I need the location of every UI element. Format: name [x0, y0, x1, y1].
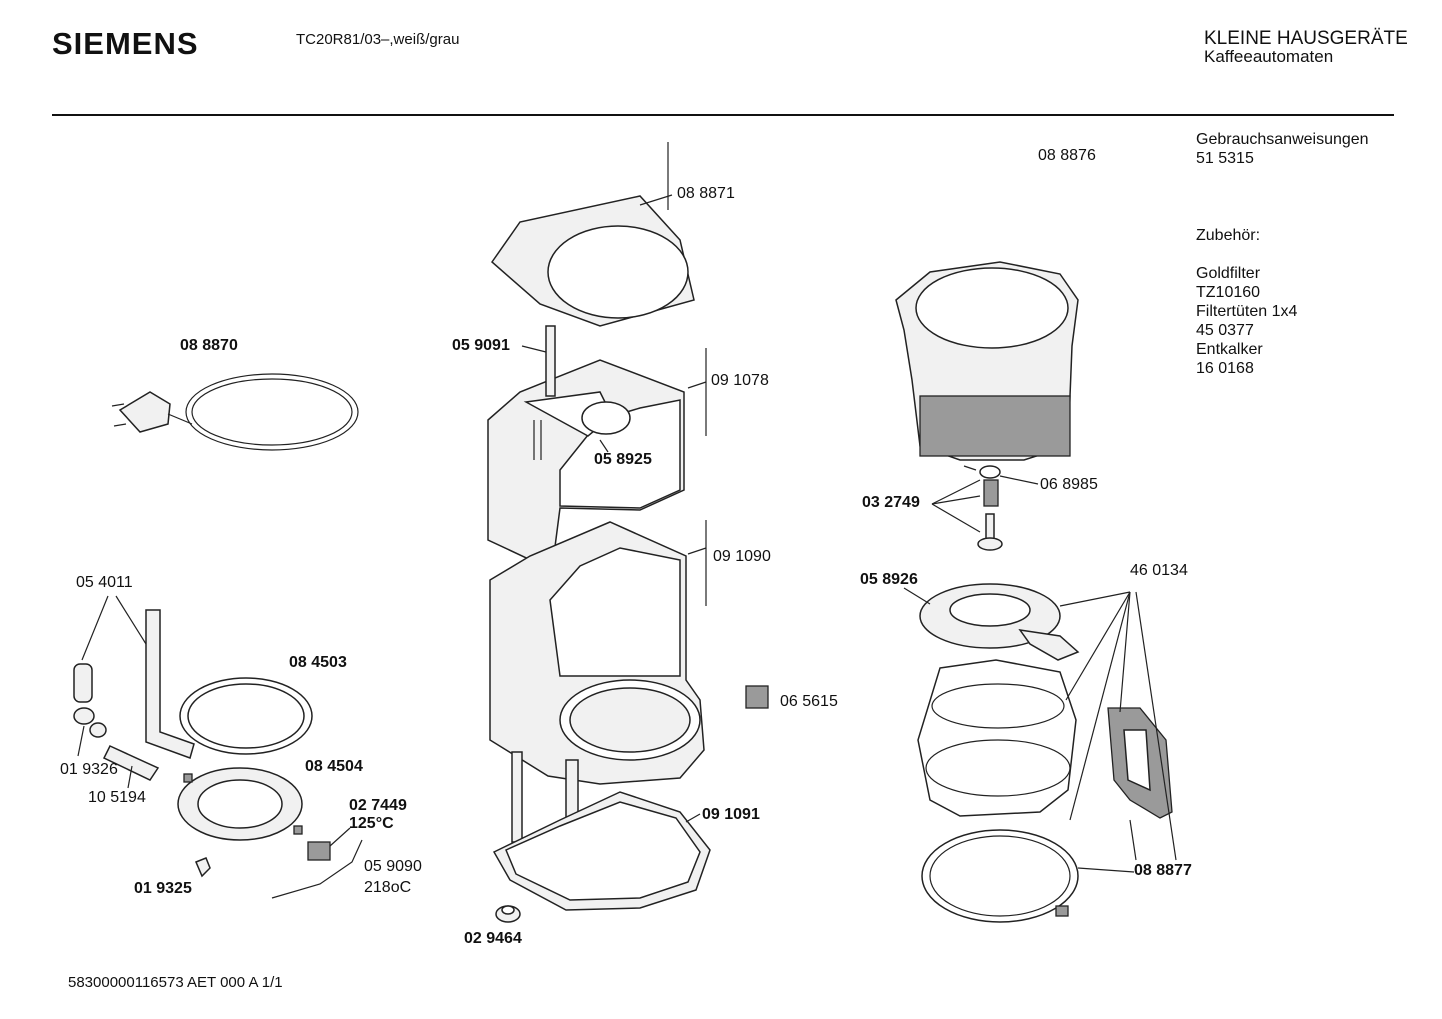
manual-label: Gebrauchsanweisungen	[1196, 131, 1369, 148]
part-label: 09 1091	[702, 806, 760, 823]
carafe-lid-drawing	[903, 583, 1080, 661]
header-divider	[52, 114, 1394, 116]
part-label: 02 7449	[349, 797, 407, 814]
part-label: 09 1078	[711, 372, 769, 389]
accessory-name: Goldfilter	[1196, 265, 1261, 282]
part-label: 08 8876	[1038, 147, 1096, 164]
filter-holder-drawing	[895, 261, 1079, 471]
model-number: TC20R81/03–,weiß/grau	[296, 31, 460, 48]
thermostat-drawing	[195, 827, 363, 899]
part-label: 05 9090	[364, 858, 422, 875]
switch-drawing	[745, 685, 769, 709]
part-label: 05 4011	[76, 574, 133, 591]
accessory-name: Entkalker	[1196, 341, 1263, 358]
part-label: 03 2749	[862, 494, 920, 511]
category-main: KLEINE HAUSGERÄTE	[1204, 28, 1408, 49]
carafe-ring-drawing	[921, 829, 1079, 923]
part-label: 06 5615	[780, 693, 838, 710]
part-label: 01 9325	[134, 880, 192, 897]
accessory-number: 45 0377	[1196, 322, 1254, 339]
part-label: 05 9091	[452, 337, 510, 354]
part-label: 218oC	[364, 879, 412, 896]
water-tank-upper-drawing	[487, 348, 707, 572]
part-label: 02 9464	[464, 930, 522, 947]
part-label: 01 9326	[60, 761, 118, 778]
part-label: 06 8985	[1040, 476, 1098, 493]
tube-set-drawing	[73, 595, 195, 789]
part-label: 10 5194	[88, 789, 146, 806]
leader-lines-460134	[1059, 591, 1177, 873]
housing-drawing	[489, 520, 707, 785]
power-cord-drawing	[111, 373, 359, 451]
part-label: 09 1090	[713, 548, 771, 565]
carafe-drawing	[917, 659, 1077, 817]
part-label: 08 4503	[289, 654, 347, 671]
document-code: 58300000116573 AET 000 A 1/1	[68, 974, 283, 991]
water-gauge-drawing	[521, 325, 556, 397]
accessory-number: TZ10160	[1196, 284, 1261, 301]
part-label: 05 8926	[860, 571, 918, 588]
accessory-name: Filtertüten 1x4	[1196, 303, 1298, 320]
base-plate-drawing	[492, 751, 711, 911]
carafe-handle-drawing	[1107, 707, 1173, 819]
manual-number: 51 5315	[1196, 150, 1254, 167]
category-sub: Kaffeeautomaten	[1204, 47, 1334, 66]
accessory-number: 16 0168	[1196, 360, 1254, 377]
part-label: 08 8870	[180, 337, 238, 354]
part-label: 05 8925	[594, 451, 652, 468]
heating-plate-drawing	[177, 767, 303, 841]
brand-logo: SIEMENS	[52, 26, 199, 61]
part-label: 46 0134	[1130, 562, 1188, 579]
accessories-heading: Zubehör:	[1196, 227, 1261, 244]
lid-drawing	[490, 142, 695, 327]
spacer-ring-drawing	[495, 905, 521, 923]
seal-ring-drawing	[179, 677, 313, 755]
drip-valve-drawing	[931, 465, 1039, 551]
part-label: 08 4504	[305, 758, 363, 775]
part-label: 08 8877	[1134, 862, 1192, 879]
part-label: 125°C	[349, 815, 394, 832]
part-label: 08 8871	[677, 185, 735, 202]
